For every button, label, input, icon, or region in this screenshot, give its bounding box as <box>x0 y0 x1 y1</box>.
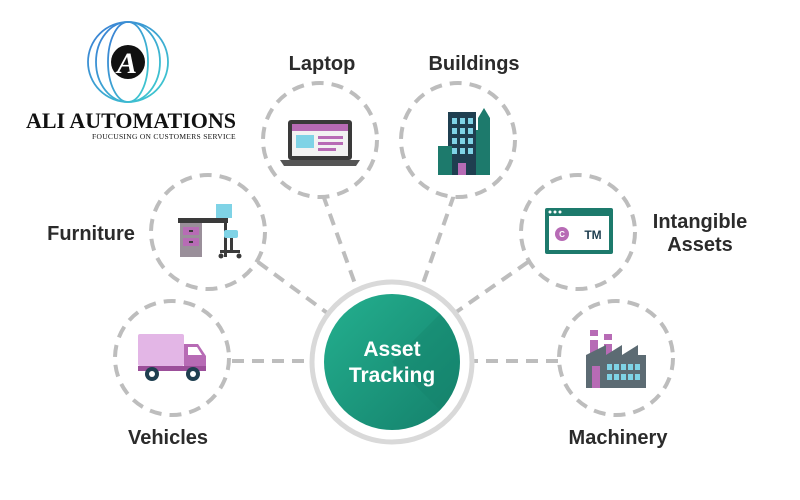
connector-intangible <box>450 260 530 317</box>
label-laptop: Laptop <box>289 53 356 75</box>
logo-mark: A <box>115 47 137 80</box>
copyright-mark: C <box>559 230 565 239</box>
furniture-icon <box>178 204 242 259</box>
center-label-line1: Asset <box>363 338 420 361</box>
label-buildings: Buildings <box>428 53 519 75</box>
label-vehicles: Vehicles <box>128 427 208 449</box>
node-circle-furniture <box>149 173 267 291</box>
label-intangible-line1: Intangible <box>653 211 747 233</box>
intangible-assets-icon: C TM <box>545 208 613 254</box>
connector-furniture <box>256 260 332 317</box>
label-machinery: Machinery <box>569 427 669 449</box>
globe-icon <box>87 21 169 103</box>
buildings-icon <box>438 108 490 175</box>
label-intangible-line2: Assets <box>667 234 733 256</box>
connector-laptop <box>321 194 360 293</box>
truck-icon <box>138 334 206 381</box>
center-label-line2: Tracking <box>349 364 435 387</box>
logo-tagline: FOUCUSING ON CUSTOMERS SERVICE <box>92 132 236 141</box>
laptop-icon <box>280 120 360 166</box>
label-furniture: Furniture <box>47 223 135 245</box>
center-hub: Asset Tracking <box>309 279 475 445</box>
factory-icon <box>586 330 646 388</box>
company-logo: A ALI AUTOMATIONS FOUCUSING ON CUSTOMERS… <box>26 21 236 141</box>
connector-buildings <box>418 194 456 293</box>
trademark-mark: TM <box>584 228 601 242</box>
connectors <box>232 194 560 363</box>
logo-name: ALI AUTOMATIONS <box>26 108 236 133</box>
